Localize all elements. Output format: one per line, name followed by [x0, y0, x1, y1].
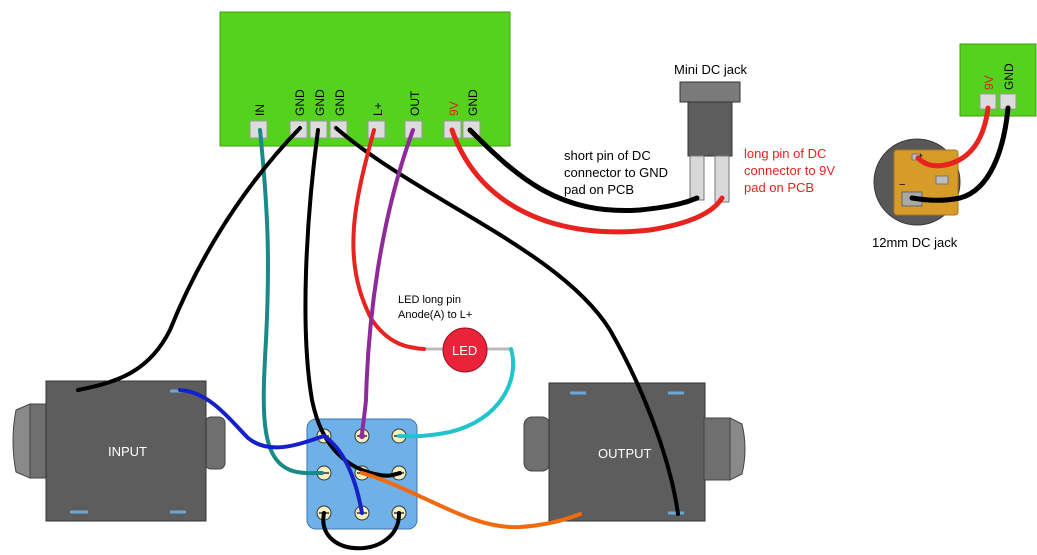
wire-orange-output	[360, 471, 582, 530]
wire-cyan-led	[397, 347, 516, 439]
short-pin-note-line1: short pin of DC	[564, 148, 651, 163]
pin-label-l-plus: L+	[371, 102, 385, 116]
dc-jack-pcb: 9V GND	[959, 43, 1037, 117]
long-pin-note-line1: long pin of DC	[744, 146, 826, 161]
long-pin-note-line3: pad on PCB	[744, 180, 814, 195]
led-label: LED	[452, 343, 477, 358]
wire-black-gnd-output	[334, 126, 680, 516]
pin-label-gnd-4: GND	[466, 89, 480, 116]
wire-teal-in	[258, 128, 324, 476]
main-pcb: IN GND GND GND L+ OUT 9V GND	[219, 11, 511, 147]
led-note-line2: Anode(A) to L+	[398, 309, 472, 321]
wire-red-dc-9v	[449, 127, 725, 235]
wire-black-gnd-switch	[303, 128, 402, 478]
wire-blue-switch	[322, 434, 364, 515]
pin-label-gnd-2: GND	[313, 89, 327, 116]
input-label: INPUT	[108, 444, 147, 459]
pin-label-gnd-3: GND	[333, 89, 347, 116]
wire-red-jack-9v	[915, 105, 991, 169]
dc-jack-12mm: + − 12mm DC jack	[872, 138, 961, 250]
jack-pin-label-gnd: GND	[1002, 63, 1016, 90]
pin-label-out: OUT	[408, 90, 422, 116]
pin-label-9v: 9V	[447, 101, 461, 116]
mini-dc-jack-label: Mini DC jack	[674, 62, 747, 77]
wire-purple-out	[360, 128, 415, 438]
pin-label-in: IN	[253, 104, 267, 116]
wire-black-jack-gnd	[909, 105, 1011, 203]
wire-terminals	[359, 433, 365, 439]
wire-red-led	[351, 128, 426, 351]
output-jack: OUTPUT	[523, 382, 746, 522]
long-pin-note-line2: connector to 9V	[744, 163, 835, 178]
jack-plus-sign: +	[918, 151, 923, 161]
wires	[76, 105, 1011, 551]
jack-minus-sign: −	[899, 179, 905, 191]
short-pin-note-line2: connector to GND	[564, 165, 668, 180]
led: LED	[424, 327, 511, 373]
jack-pin-label-9v: 9V	[982, 75, 996, 90]
output-label: OUTPUT	[598, 446, 652, 461]
short-pin-note-line3: pad on PCB	[564, 182, 634, 197]
mini-dc-jack: Mini DC jack	[674, 62, 747, 203]
wire-black-jumper	[321, 511, 402, 551]
wire-blue-input	[178, 388, 326, 450]
pin-label-gnd-1: GND	[293, 89, 307, 116]
jack-12mm-label: 12mm DC jack	[872, 235, 958, 250]
wire-black-gnd-input	[76, 126, 302, 392]
wire-black-dc-gnd	[467, 127, 700, 213]
led-note-line1: LED long pin	[398, 294, 461, 306]
input-jack: INPUT	[12, 380, 226, 522]
